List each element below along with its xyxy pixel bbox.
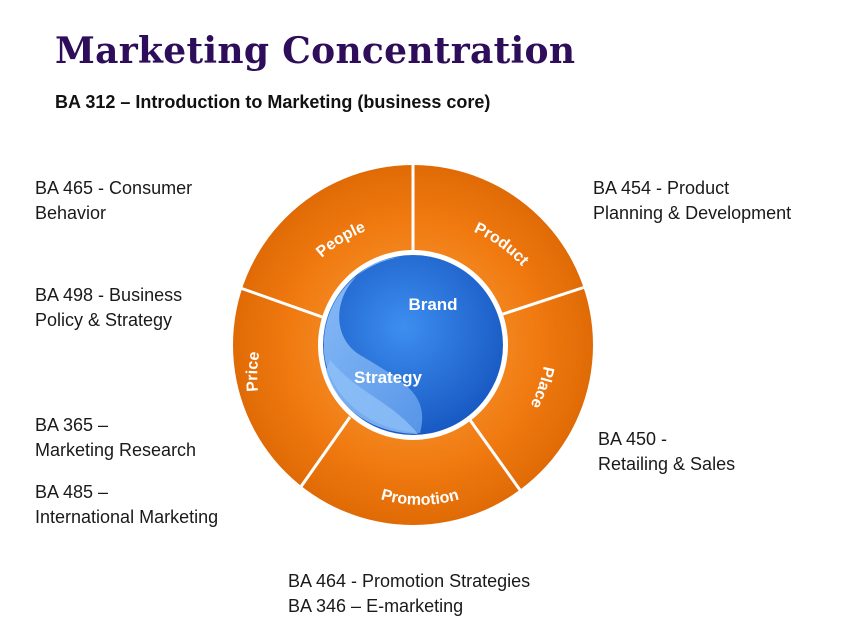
course-product-planning: BA 454 - Product Planning & Development bbox=[593, 178, 792, 223]
course-consumer-behavior: BA 465 - Consumer Behavior bbox=[35, 178, 193, 223]
segment-label-price: Price bbox=[244, 350, 263, 392]
hub-label-strategy: Strategy bbox=[354, 368, 423, 387]
course-marketing-research: BA 365 – Marketing Research bbox=[35, 415, 197, 460]
course-promotion: BA 464 - Promotion Strategies BA 346 – E… bbox=[288, 571, 531, 616]
course-retailing: BA 450 - Retailing & Sales bbox=[598, 429, 736, 474]
hub-label-brand: Brand bbox=[408, 295, 457, 314]
course-business-policy: BA 498 - Business Policy & Strategy bbox=[35, 285, 183, 330]
segment-dividers bbox=[231, 165, 586, 491]
course-international-marketing: BA 485 – International Marketing bbox=[35, 482, 219, 527]
hub-swoosh-lower bbox=[326, 360, 418, 434]
page-subtitle: BA 312 – Introduction to Marketing (busi… bbox=[55, 92, 491, 112]
segment-label-promotion: Promotion bbox=[379, 487, 460, 509]
page-title: Marketing Concentration bbox=[55, 30, 576, 72]
